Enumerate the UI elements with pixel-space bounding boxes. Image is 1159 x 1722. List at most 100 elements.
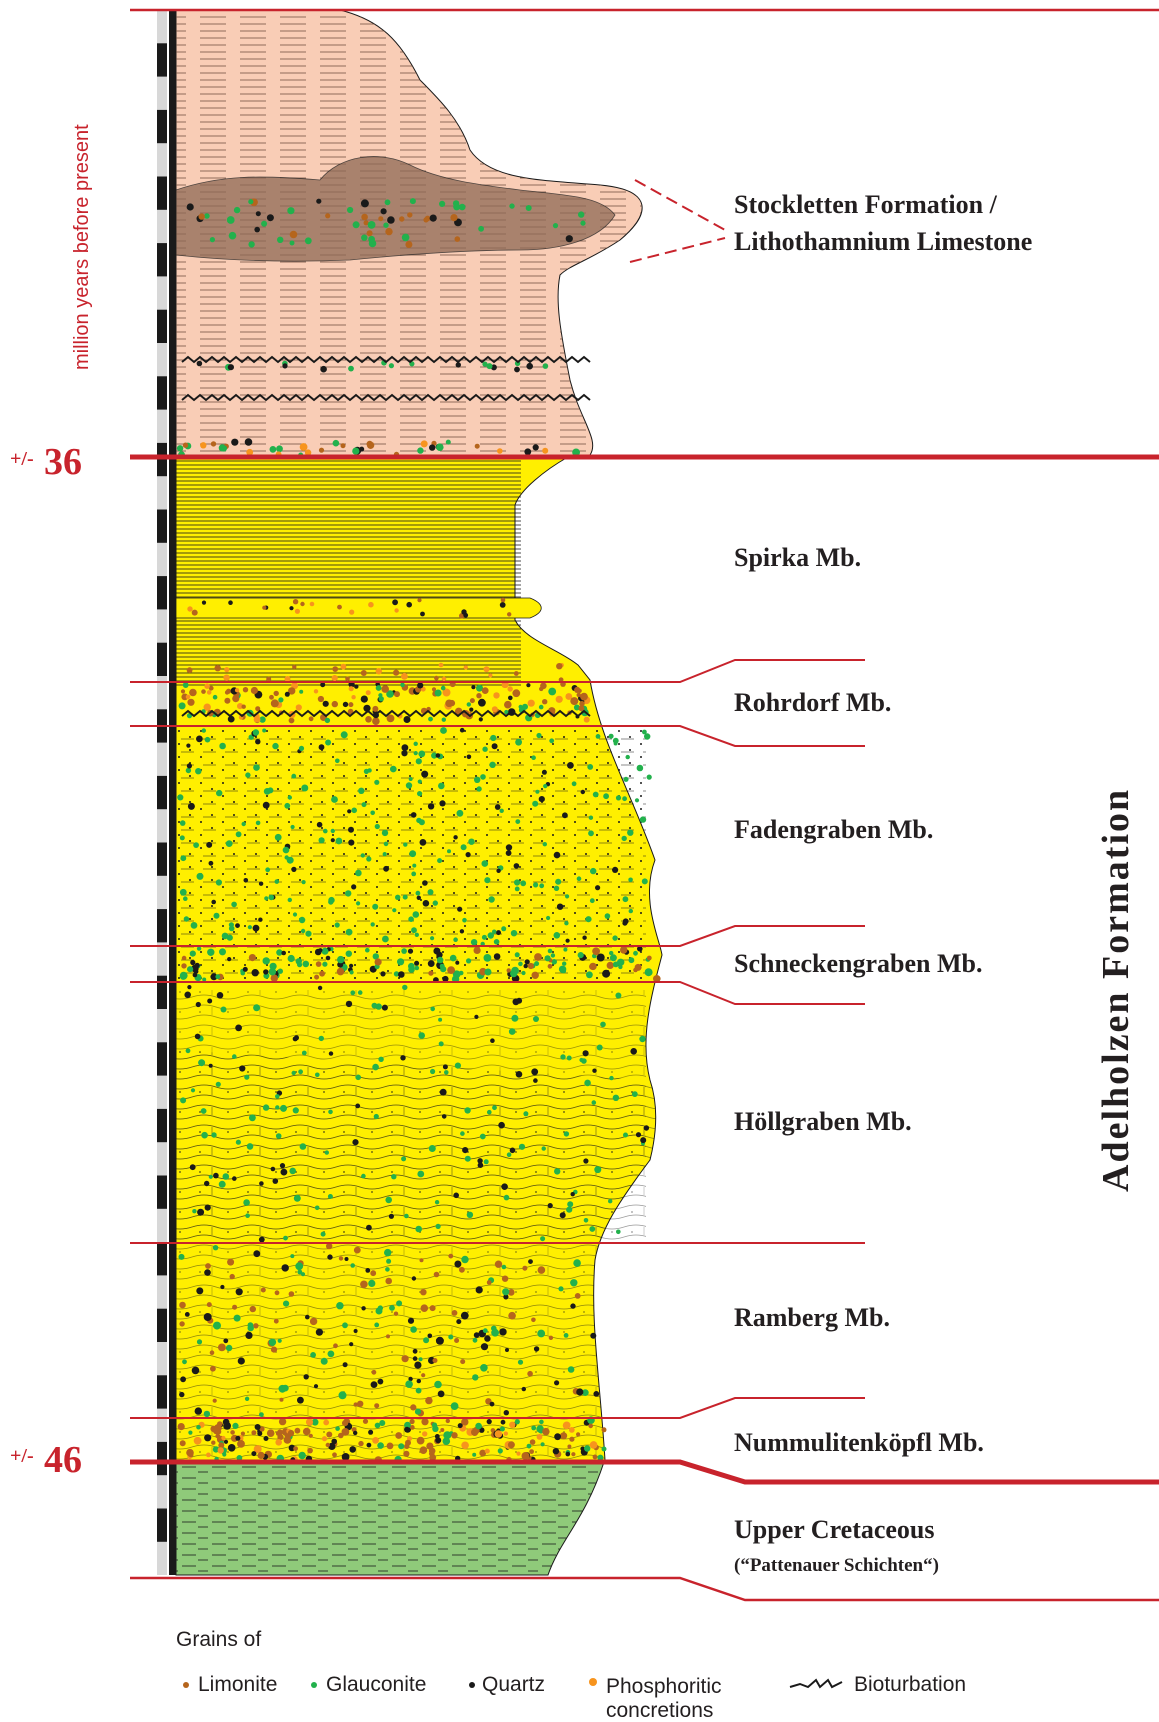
grain-dot bbox=[468, 838, 475, 845]
grain-dot bbox=[196, 946, 202, 951]
grain-dot bbox=[291, 866, 297, 873]
grain-dot bbox=[332, 666, 339, 672]
grain-dot bbox=[486, 363, 493, 370]
grain-dot bbox=[352, 1139, 359, 1146]
grain-dot bbox=[640, 1137, 647, 1144]
grain-dot bbox=[542, 699, 548, 705]
grain-dot bbox=[242, 966, 248, 972]
grain-dot bbox=[528, 1259, 533, 1264]
grain-dot bbox=[524, 959, 530, 965]
grain-dot bbox=[353, 1430, 358, 1436]
scale-tick bbox=[157, 1508, 167, 1542]
grain-dot bbox=[462, 917, 467, 923]
grain-dot bbox=[262, 1104, 270, 1111]
grain-dot bbox=[522, 1265, 528, 1271]
grain-dot bbox=[204, 1204, 211, 1211]
grain-dot bbox=[253, 1445, 262, 1454]
grain-dot bbox=[198, 213, 205, 220]
grain-dot bbox=[596, 953, 605, 962]
grain-dot bbox=[287, 795, 292, 800]
grain-dot bbox=[440, 685, 446, 691]
grain-dot bbox=[233, 206, 241, 214]
grain-dot bbox=[438, 662, 444, 668]
grain-dot bbox=[348, 702, 354, 708]
grain-dot bbox=[242, 687, 249, 693]
grain-dot bbox=[501, 1183, 508, 1190]
grain-dot bbox=[622, 896, 629, 903]
grain-dot bbox=[319, 970, 325, 977]
grain-dot bbox=[549, 738, 555, 744]
grain-dot bbox=[414, 1408, 422, 1415]
grain-dot bbox=[177, 1423, 185, 1431]
grain-dot bbox=[349, 609, 355, 615]
grain-dot bbox=[526, 1443, 532, 1449]
grain-dot bbox=[386, 1442, 394, 1450]
grain-dot bbox=[589, 1441, 598, 1449]
grain-dot bbox=[442, 1437, 451, 1445]
grain-dot bbox=[420, 440, 428, 448]
grain-dot bbox=[621, 835, 627, 842]
grain-dot bbox=[305, 1418, 314, 1426]
grain-dot bbox=[305, 1314, 310, 1320]
grain-dot bbox=[359, 446, 365, 452]
scale-tick bbox=[157, 109, 167, 144]
grain-dot bbox=[567, 762, 574, 769]
grain-dot bbox=[307, 1447, 313, 1454]
grain-dot bbox=[247, 925, 252, 930]
grain-dot bbox=[378, 216, 384, 222]
grain-dot bbox=[572, 448, 580, 457]
grain-dot bbox=[223, 1439, 229, 1444]
grain-dot bbox=[263, 1436, 269, 1441]
grain-dot bbox=[351, 695, 356, 700]
grain-dot bbox=[244, 1074, 250, 1080]
grain-dot bbox=[408, 777, 413, 781]
grain-dot bbox=[251, 969, 259, 977]
grain-dot bbox=[584, 1079, 591, 1087]
grain-dot bbox=[232, 1176, 237, 1181]
grain-dot bbox=[532, 444, 539, 451]
grain-dot bbox=[300, 1272, 306, 1277]
grain-dot bbox=[257, 1451, 265, 1459]
grain-dot bbox=[392, 599, 398, 606]
grain-dot bbox=[404, 1213, 409, 1219]
grain-dot bbox=[269, 962, 277, 970]
grain-dot bbox=[642, 729, 647, 735]
grain-dot bbox=[218, 1343, 226, 1352]
grain-dot bbox=[208, 685, 214, 691]
grain-dot bbox=[565, 235, 573, 243]
grain-dot bbox=[253, 1004, 261, 1012]
grain-dot bbox=[292, 1036, 298, 1042]
grain-dot bbox=[185, 1048, 191, 1054]
grain-dot bbox=[490, 734, 497, 742]
grain-dot bbox=[264, 896, 269, 901]
grain-dot bbox=[261, 220, 268, 227]
grain-dot bbox=[554, 1433, 561, 1441]
grain-dot bbox=[378, 696, 384, 702]
grain-dot bbox=[235, 1288, 243, 1296]
grain-dot bbox=[460, 1359, 466, 1365]
grain-dot bbox=[489, 761, 496, 768]
grain-dot bbox=[601, 1427, 607, 1433]
grain-dot bbox=[384, 1248, 392, 1257]
grain-dot bbox=[328, 1442, 336, 1450]
grain-dot bbox=[442, 1064, 448, 1070]
grain-dot bbox=[448, 1253, 454, 1259]
grain-dot bbox=[464, 1107, 471, 1114]
grain-dot bbox=[232, 1054, 237, 1059]
grain-dot bbox=[435, 753, 441, 758]
grain-dot bbox=[488, 673, 493, 678]
grain-dot bbox=[380, 971, 386, 977]
grain-dot bbox=[393, 669, 400, 676]
grain-dot bbox=[318, 837, 325, 844]
grain-dot bbox=[345, 676, 350, 682]
legend-item-glauconite: Glauconite bbox=[311, 1673, 426, 1696]
grain-dot bbox=[432, 900, 438, 906]
grain-dot bbox=[283, 1300, 290, 1307]
grain-dot bbox=[404, 1421, 411, 1429]
grain-dot bbox=[521, 1452, 530, 1460]
grain-dot bbox=[277, 236, 284, 243]
grain-dot bbox=[281, 950, 287, 956]
grain-dot bbox=[480, 1364, 488, 1372]
grain-dot bbox=[370, 810, 376, 816]
grain-dot bbox=[514, 366, 520, 373]
